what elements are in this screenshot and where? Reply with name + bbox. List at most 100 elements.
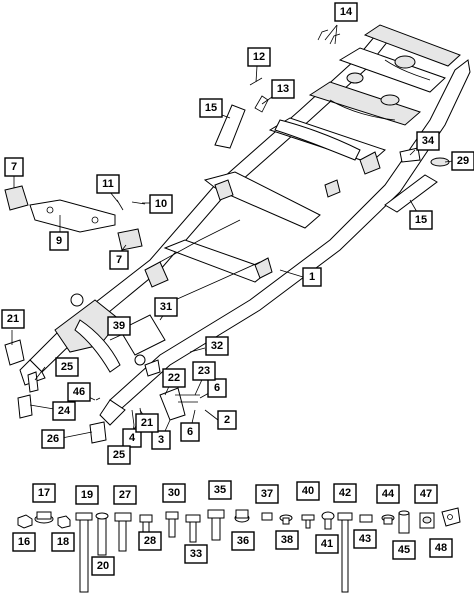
callout-16: 16: [12, 532, 36, 552]
callout-15b: 15: [409, 210, 433, 230]
svg-text:7: 7: [116, 254, 122, 266]
svg-text:45: 45: [398, 544, 410, 556]
callout-34: 34: [416, 131, 440, 151]
callout-46: 46: [67, 382, 91, 402]
svg-text:48: 48: [435, 542, 447, 554]
callouts: 1 2 3 4 6 6 7 7 9 10 11 12 13 14 15 15 1…: [1, 2, 474, 576]
svg-text:21: 21: [7, 313, 19, 325]
callout-38: 38: [275, 530, 299, 550]
callout-15a: 15: [199, 98, 223, 118]
svg-text:37: 37: [261, 488, 273, 500]
svg-text:29: 29: [457, 155, 469, 167]
svg-text:33: 33: [190, 548, 202, 560]
callout-7b: 7: [109, 250, 129, 270]
callout-39: 39: [107, 316, 131, 336]
svg-text:9: 9: [56, 235, 62, 247]
svg-text:4: 4: [129, 432, 136, 444]
callout-26: 26: [41, 429, 65, 449]
svg-text:17: 17: [38, 487, 50, 499]
callout-44: 44: [376, 484, 400, 504]
callout-23: 23: [192, 361, 216, 381]
callout-24: 24: [52, 401, 76, 421]
callout-21a: 21: [1, 309, 25, 329]
svg-text:32: 32: [211, 340, 223, 352]
callout-2: 2: [217, 410, 237, 430]
svg-text:40: 40: [302, 485, 314, 497]
svg-text:28: 28: [144, 535, 156, 547]
svg-text:44: 44: [382, 488, 395, 500]
loose-parts: [4, 29, 450, 444]
svg-text:42: 42: [339, 487, 351, 499]
callout-12: 12: [247, 47, 271, 67]
callout-41: 41: [315, 534, 339, 554]
svg-text:38: 38: [281, 534, 293, 546]
callout-35: 35: [208, 480, 232, 500]
callout-4: 4: [122, 428, 142, 448]
svg-text:16: 16: [18, 536, 30, 548]
callout-43: 43: [353, 529, 377, 549]
callout-28: 28: [138, 531, 162, 551]
svg-text:47: 47: [420, 488, 432, 500]
callout-3: 3: [151, 430, 171, 450]
svg-text:39: 39: [113, 320, 125, 332]
frame-assembly: [19, 24, 471, 426]
callout-29: 29: [451, 151, 474, 171]
svg-text:34: 34: [422, 135, 435, 147]
svg-text:13: 13: [277, 83, 289, 95]
svg-text:1: 1: [309, 271, 315, 283]
callout-21b: 21: [135, 413, 159, 433]
svg-text:21: 21: [141, 417, 153, 429]
callout-30: 30: [162, 483, 186, 503]
svg-text:25: 25: [61, 361, 73, 373]
callout-25a: 25: [55, 357, 79, 377]
svg-text:46: 46: [73, 386, 85, 398]
fastener-row: [17, 507, 461, 593]
callout-47: 47: [414, 484, 438, 504]
svg-text:12: 12: [253, 51, 265, 63]
svg-text:27: 27: [119, 489, 131, 501]
callout-45: 45: [392, 540, 416, 560]
svg-text:20: 20: [97, 560, 109, 572]
svg-text:26: 26: [47, 433, 59, 445]
svg-text:43: 43: [359, 533, 371, 545]
svg-text:2: 2: [224, 414, 230, 426]
callout-20: 20: [91, 556, 115, 576]
callout-40: 40: [296, 481, 320, 501]
callout-6b: 6: [180, 422, 200, 442]
svg-text:24: 24: [58, 405, 71, 417]
callout-10: 10: [149, 194, 173, 214]
callout-48: 48: [429, 538, 453, 558]
callout-7a: 7: [4, 157, 24, 177]
callout-22: 22: [162, 368, 186, 388]
callout-36: 36: [231, 531, 255, 551]
svg-text:22: 22: [168, 372, 180, 384]
callout-9: 9: [49, 231, 69, 251]
callout-32: 32: [205, 336, 229, 356]
svg-text:23: 23: [198, 365, 210, 377]
svg-text:7: 7: [11, 161, 17, 173]
svg-text:25: 25: [113, 449, 125, 461]
svg-text:10: 10: [155, 198, 167, 210]
svg-text:15: 15: [205, 102, 217, 114]
callout-19: 19: [75, 485, 99, 505]
svg-text:30: 30: [168, 487, 180, 499]
callout-31: 31: [154, 297, 178, 317]
svg-text:11: 11: [102, 178, 114, 190]
callout-1: 1: [302, 267, 322, 287]
callout-13: 13: [271, 79, 295, 99]
callout-27: 27: [113, 485, 137, 505]
svg-text:19: 19: [81, 489, 93, 501]
svg-text:35: 35: [214, 484, 226, 496]
svg-text:31: 31: [160, 301, 172, 313]
callout-6a: 6: [207, 378, 227, 398]
svg-text:14: 14: [340, 6, 353, 18]
svg-text:18: 18: [57, 536, 69, 548]
svg-text:41: 41: [321, 538, 333, 550]
callout-18: 18: [51, 532, 75, 552]
callout-25b: 25: [107, 445, 131, 465]
svg-text:6: 6: [187, 426, 193, 438]
callout-11: 11: [96, 174, 120, 194]
callout-17: 17: [32, 483, 56, 503]
svg-text:36: 36: [237, 535, 249, 547]
